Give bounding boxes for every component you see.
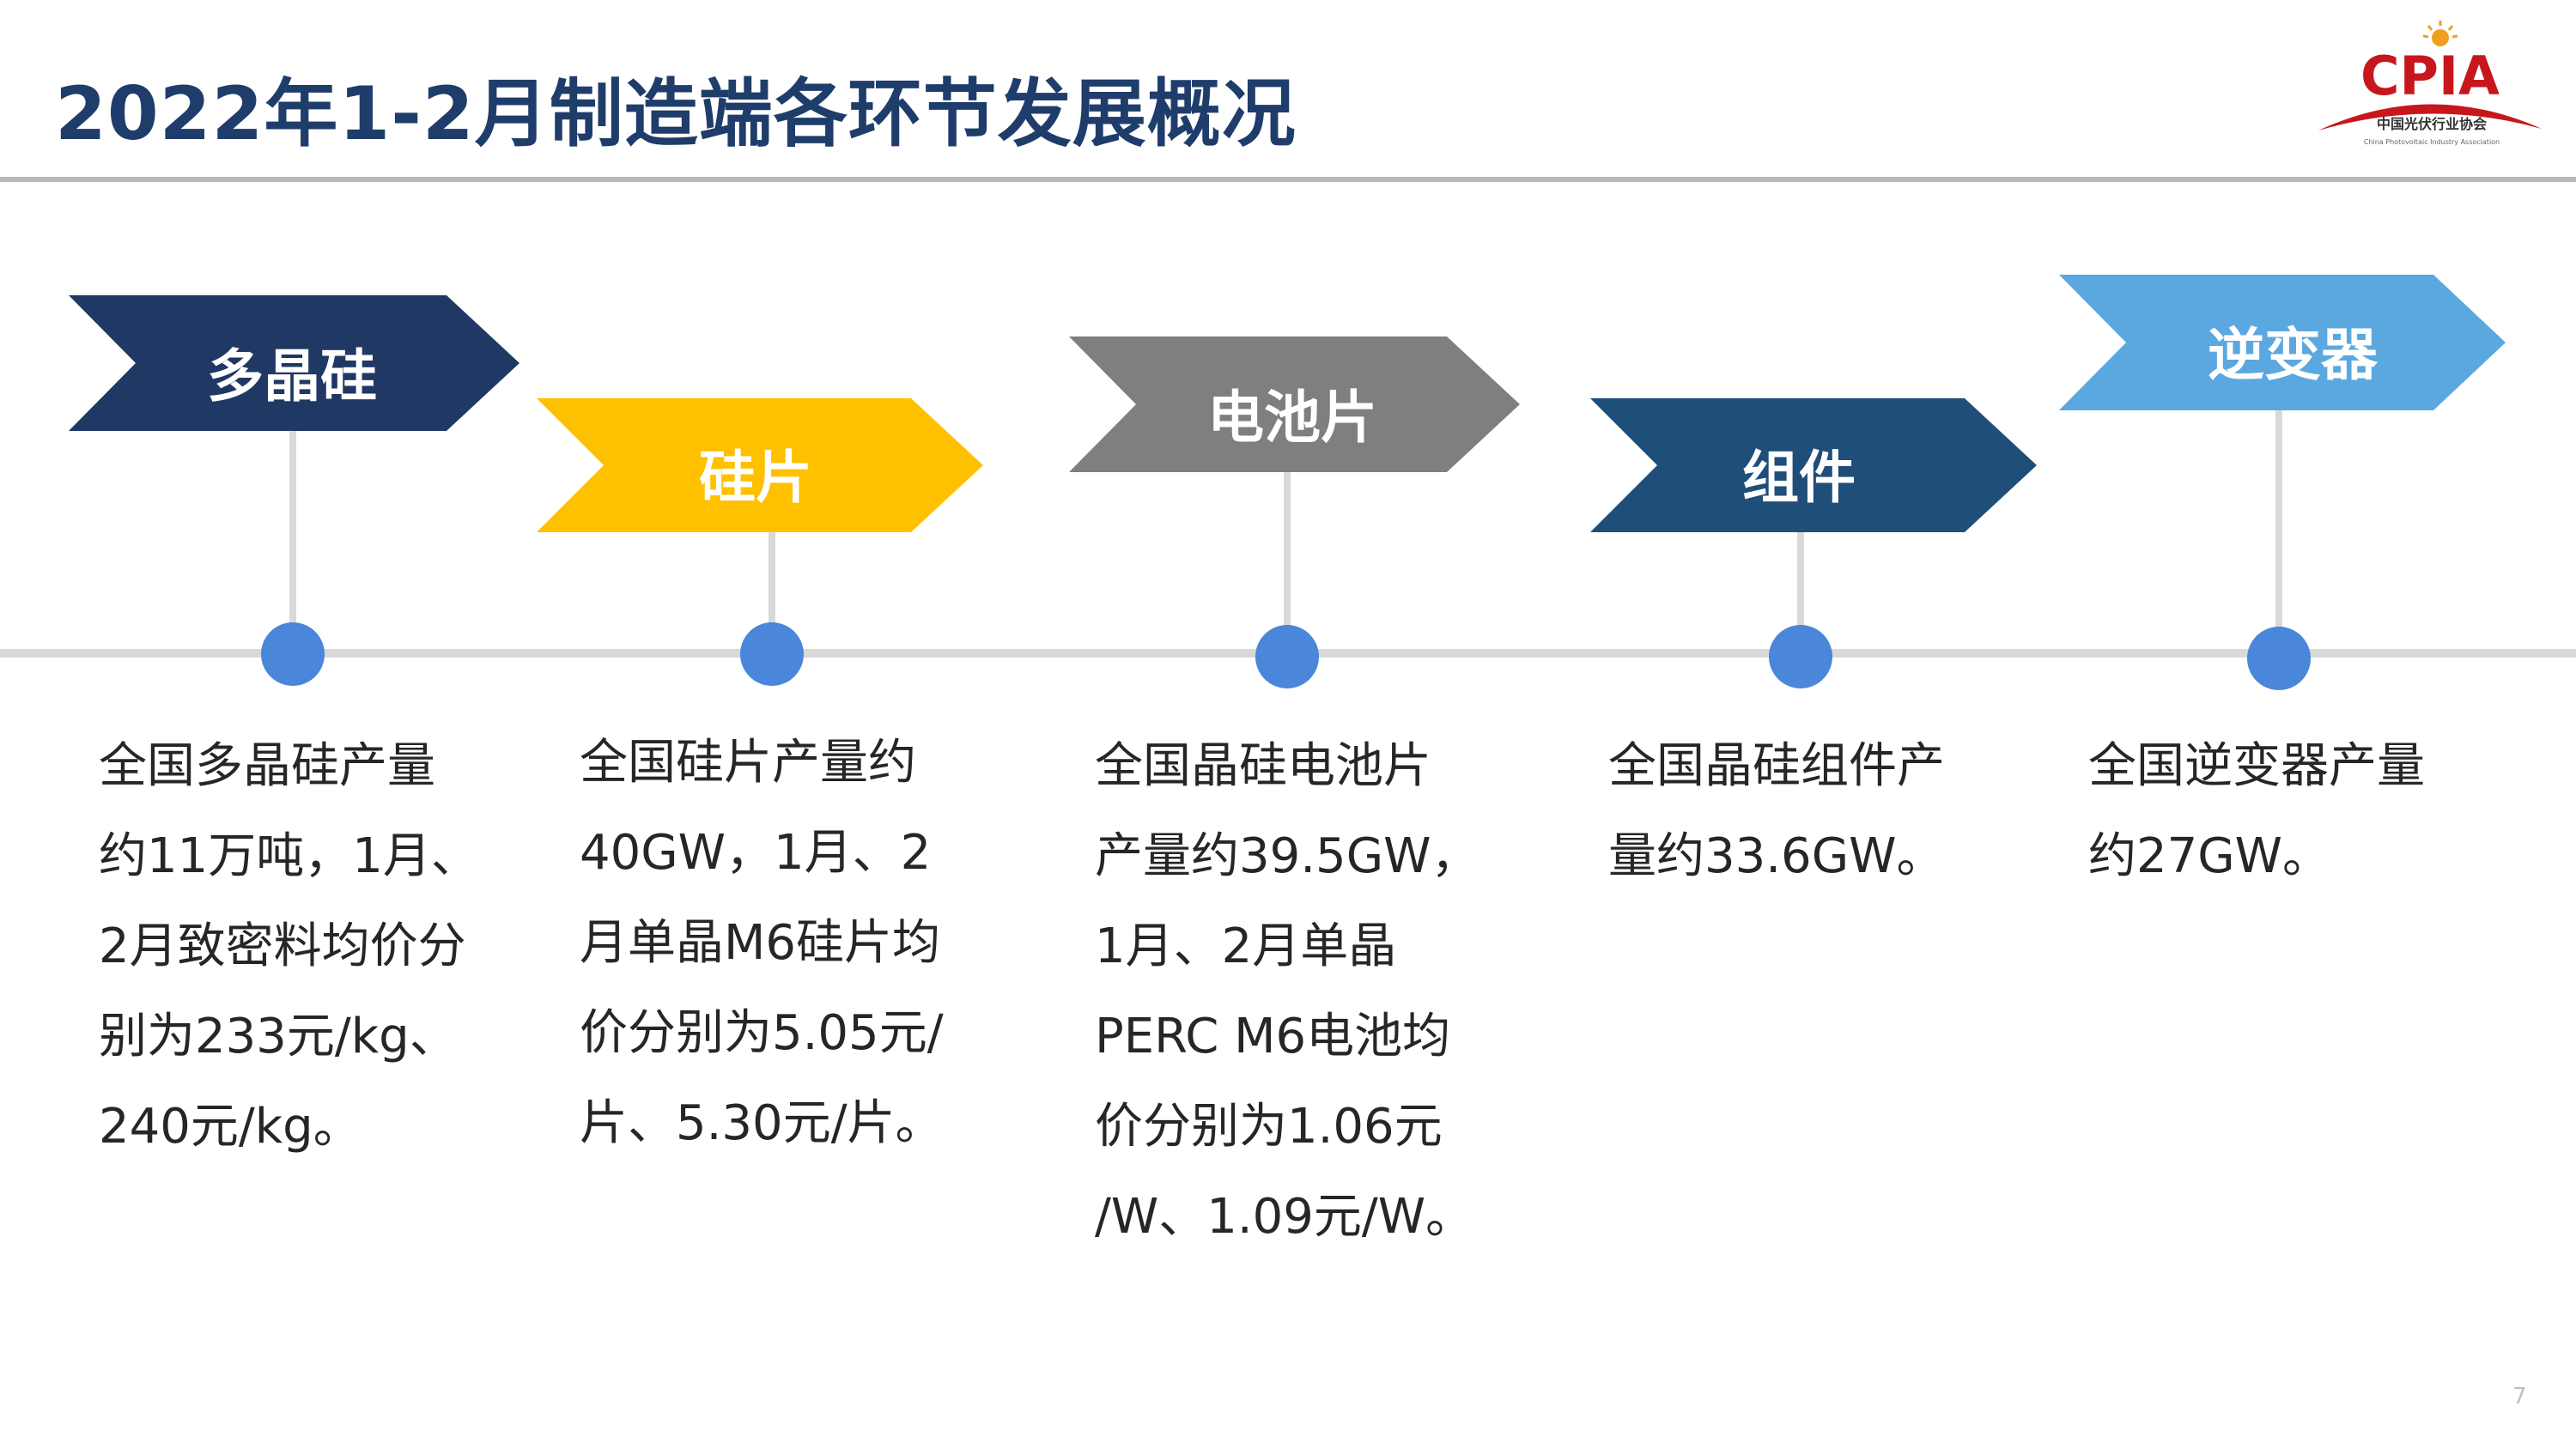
description-line: /W、1.09元/W。 xyxy=(1095,1189,1474,1245)
header-divider xyxy=(0,177,2576,182)
stage-label-cell: 电池片 xyxy=(1207,385,1377,451)
stage-label-inverter: 逆变器 xyxy=(2208,322,2378,388)
timeline-dot-module xyxy=(1769,625,1832,688)
stage-label-wafer: 硅片 xyxy=(699,445,812,511)
timeline-dot-cell xyxy=(1255,625,1319,688)
chevron-module xyxy=(1590,398,2037,532)
description-line: 价分别为1.06元 xyxy=(1095,1099,1443,1155)
timeline-dot-inverter xyxy=(2247,627,2311,690)
chevron-polysilicon xyxy=(69,295,519,431)
description-line: 产量约39.5GW， xyxy=(1095,828,1479,884)
stage-description-polysilicon: 全国多晶硅产量 约11万吨，1月、 2月致密料均价分 别为233元/kg、 24… xyxy=(99,721,479,1172)
page-number: 7 xyxy=(2512,1384,2527,1410)
sun-icon xyxy=(2422,21,2458,46)
timeline-dot-polysilicon xyxy=(261,622,325,686)
stage-description-inverter: 全国逆变器产量 约27GW。 xyxy=(2088,721,2425,901)
description-line: 全国硅片产量约 xyxy=(580,735,916,791)
description-line: 约27GW。 xyxy=(2088,828,2331,884)
stem-polysilicon xyxy=(289,429,296,652)
stage-label-polysilicon: 多晶硅 xyxy=(207,343,377,409)
description-line: PERC M6电池均 xyxy=(1095,1009,1451,1064)
stage-description-cell: 全国晶硅电池片 产量约39.5GW， 1月、2月单晶 PERC M6电池均 价分… xyxy=(1095,721,1479,1262)
description-line: 240元/kg。 xyxy=(99,1099,361,1155)
description-line: 价分别为5.05元/ xyxy=(580,1005,944,1061)
description-line: 全国晶硅电池片 xyxy=(1095,738,1431,794)
logo-tagline: China Photovoltaic Industry Association xyxy=(2364,138,2500,146)
logo-subtitle: 中国光伏行业协会 xyxy=(2377,116,2487,132)
description-line: 量约33.6GW。 xyxy=(1608,828,1945,884)
stem-module xyxy=(1797,530,1804,652)
description-line: 2月致密料均价分 xyxy=(99,919,466,974)
stem-cell xyxy=(1284,470,1291,652)
chevron-wafer xyxy=(537,398,983,532)
stage-description-module: 全国晶硅组件产 量约33.6GW。 xyxy=(1608,721,1945,901)
chevron-inverter xyxy=(2059,275,2506,410)
description-line: 别为233元/kg、 xyxy=(99,1009,458,1064)
stage-description-wafer: 全国硅片产量约 40GW，1月、2 月单晶M6硅片均 价分别为5.05元/ 片、… xyxy=(580,718,944,1168)
description-line: 全国逆变器产量 xyxy=(2088,738,2425,794)
timeline-dot-wafer xyxy=(740,622,804,686)
description-line: 全国晶硅组件产 xyxy=(1608,738,1945,794)
description-line: 片、5.30元/片。 xyxy=(580,1095,944,1151)
logo-swoosh xyxy=(2318,104,2542,130)
description-line: 40GW，1月、2 xyxy=(580,825,932,881)
slide-title: 2022年1-2月制造端各环节发展概况 xyxy=(55,71,1297,157)
stage-label-module: 组件 xyxy=(1742,445,1856,511)
description-line: 月单晶M6硅片均 xyxy=(580,915,940,971)
logo-wordmark: CPIA xyxy=(2360,45,2500,107)
description-line: 全国多晶硅产量 xyxy=(99,738,435,794)
chevron-cell xyxy=(1069,336,1520,472)
cpia-logo: CPIA 中国光伏行业协会 China Photovoltaic Industr… xyxy=(2318,21,2542,146)
description-line: 1月、2月单晶 xyxy=(1095,919,1397,974)
stem-wafer xyxy=(769,530,775,652)
stem-inverter xyxy=(2275,409,2282,652)
description-line: 约11万吨，1月、 xyxy=(99,828,479,884)
